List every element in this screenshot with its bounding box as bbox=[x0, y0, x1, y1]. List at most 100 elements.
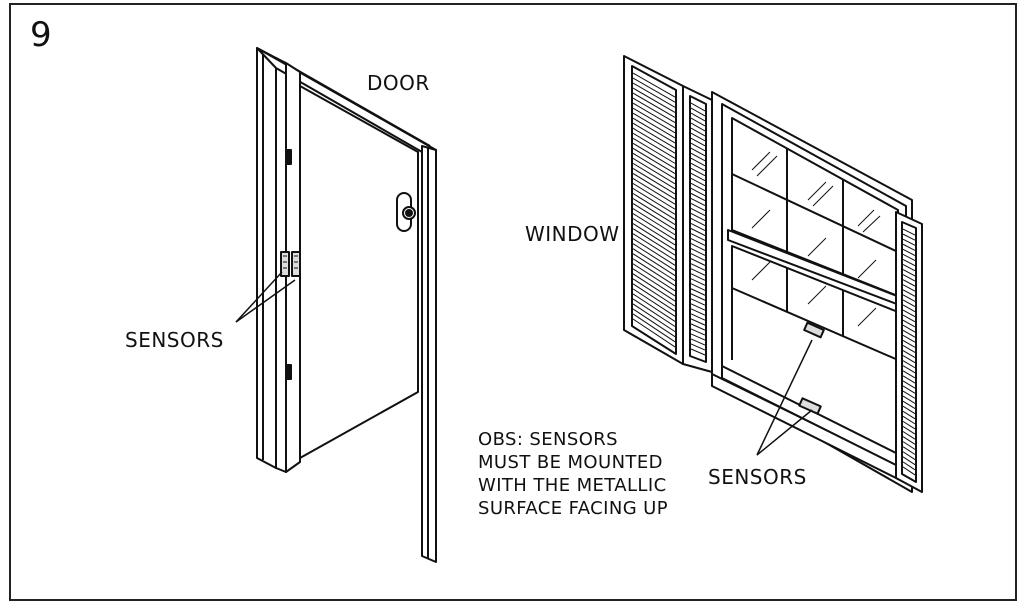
louver-slat bbox=[632, 313, 676, 343]
louver-slat bbox=[902, 279, 916, 287]
louver-slat bbox=[902, 334, 916, 343]
louver-slat bbox=[902, 319, 916, 328]
louver-slat bbox=[690, 253, 706, 261]
louver-slat bbox=[632, 87, 676, 113]
louver-slat bbox=[632, 198, 676, 225]
louver-slat bbox=[902, 385, 916, 394]
louver-slat bbox=[690, 112, 706, 122]
louver-slat bbox=[902, 415, 916, 425]
louver-slat bbox=[690, 288, 706, 296]
louver-slat bbox=[690, 132, 706, 142]
louver-slat bbox=[632, 132, 676, 159]
note-line: MUST BE MOUNTED bbox=[478, 452, 663, 473]
louver-slat bbox=[690, 142, 706, 152]
door-label: DOOR bbox=[367, 71, 430, 95]
louver-slat bbox=[902, 304, 916, 313]
louver-slat bbox=[632, 308, 676, 338]
louver-slat bbox=[902, 299, 916, 307]
louver-slat bbox=[902, 238, 916, 246]
louver-slat bbox=[690, 182, 706, 192]
louver-slat bbox=[632, 293, 676, 322]
louver-slat bbox=[632, 273, 676, 302]
louver-slat bbox=[632, 253, 676, 282]
louver-slat bbox=[902, 405, 916, 415]
note-line: SURFACE FACING UP bbox=[478, 498, 669, 519]
louver-slat bbox=[690, 233, 706, 241]
louver-slat bbox=[632, 228, 676, 256]
louver-slat bbox=[902, 420, 916, 430]
louver-slat bbox=[632, 92, 676, 118]
louver-slat bbox=[902, 400, 916, 409]
louver-slat bbox=[690, 223, 706, 231]
louver-slat bbox=[902, 355, 916, 364]
louver-slat bbox=[632, 183, 676, 210]
louver-slat bbox=[632, 112, 676, 139]
louver-slat bbox=[690, 202, 706, 212]
louver-slat bbox=[632, 268, 676, 297]
louver-slat bbox=[902, 395, 916, 404]
louver-slat bbox=[902, 360, 916, 369]
louver-slat bbox=[632, 263, 676, 292]
louver-slat bbox=[690, 228, 706, 236]
window-label: WINDOW bbox=[525, 222, 620, 246]
louver-slat bbox=[690, 308, 706, 316]
louver-slat bbox=[902, 324, 916, 333]
louver-slat bbox=[902, 314, 916, 323]
door-sensor-leaders bbox=[235, 271, 296, 323]
louver-slat bbox=[690, 218, 706, 226]
louver-slat bbox=[902, 309, 916, 318]
louver-slat bbox=[902, 289, 916, 297]
louver-slat bbox=[632, 127, 676, 154]
louver-slat bbox=[690, 318, 706, 326]
louver-slat bbox=[690, 328, 706, 336]
louver-slat bbox=[690, 147, 706, 157]
louver-slat bbox=[632, 147, 676, 174]
louver-slat bbox=[902, 365, 916, 374]
louver-slat bbox=[902, 390, 916, 399]
louver-slat bbox=[902, 233, 916, 241]
louver-slat bbox=[690, 127, 706, 137]
louver-slat bbox=[632, 243, 676, 271]
louver-slat bbox=[632, 152, 676, 180]
louver-slat bbox=[632, 223, 676, 251]
louver-slat bbox=[902, 284, 916, 292]
louver-slat bbox=[632, 203, 676, 231]
louver-slat bbox=[690, 303, 706, 311]
louver-slat bbox=[690, 338, 706, 346]
louver-slat bbox=[690, 162, 706, 172]
louver-slat bbox=[690, 197, 706, 207]
louver-slat bbox=[632, 188, 676, 215]
louver-slat bbox=[632, 178, 676, 205]
louver-slat bbox=[902, 451, 916, 461]
louver-slat bbox=[690, 263, 706, 271]
louver-slat bbox=[902, 329, 916, 338]
door-sensors-label: SENSORS bbox=[125, 328, 224, 352]
right-shutter-louvers bbox=[902, 228, 916, 476]
louver-slat bbox=[902, 243, 916, 251]
louver-slat bbox=[902, 436, 916, 445]
window-illustration bbox=[623, 55, 923, 493]
louver-slat bbox=[902, 446, 916, 455]
louver-slat bbox=[632, 137, 676, 164]
louver-slat bbox=[690, 187, 706, 197]
louver-slat bbox=[902, 345, 916, 353]
louver-slat bbox=[902, 269, 916, 277]
louver-slat bbox=[632, 213, 676, 241]
louver-slat bbox=[902, 431, 916, 440]
louver-slat bbox=[690, 152, 706, 162]
louver-slat bbox=[632, 283, 676, 312]
louver-slat bbox=[690, 238, 706, 246]
note-line: OBS: SENSORS bbox=[478, 429, 619, 450]
louver-slat bbox=[902, 370, 916, 379]
louver-slat bbox=[690, 248, 706, 256]
louver-slat bbox=[632, 122, 676, 149]
louver-slat bbox=[902, 380, 916, 389]
louver-slat bbox=[632, 142, 676, 169]
louver-slat bbox=[632, 303, 676, 333]
narrow-shutter-louvers bbox=[690, 102, 706, 356]
louver-slat bbox=[690, 157, 706, 167]
louver-slat bbox=[902, 228, 916, 236]
louver-slat bbox=[632, 248, 676, 276]
louver-slat bbox=[690, 298, 706, 306]
